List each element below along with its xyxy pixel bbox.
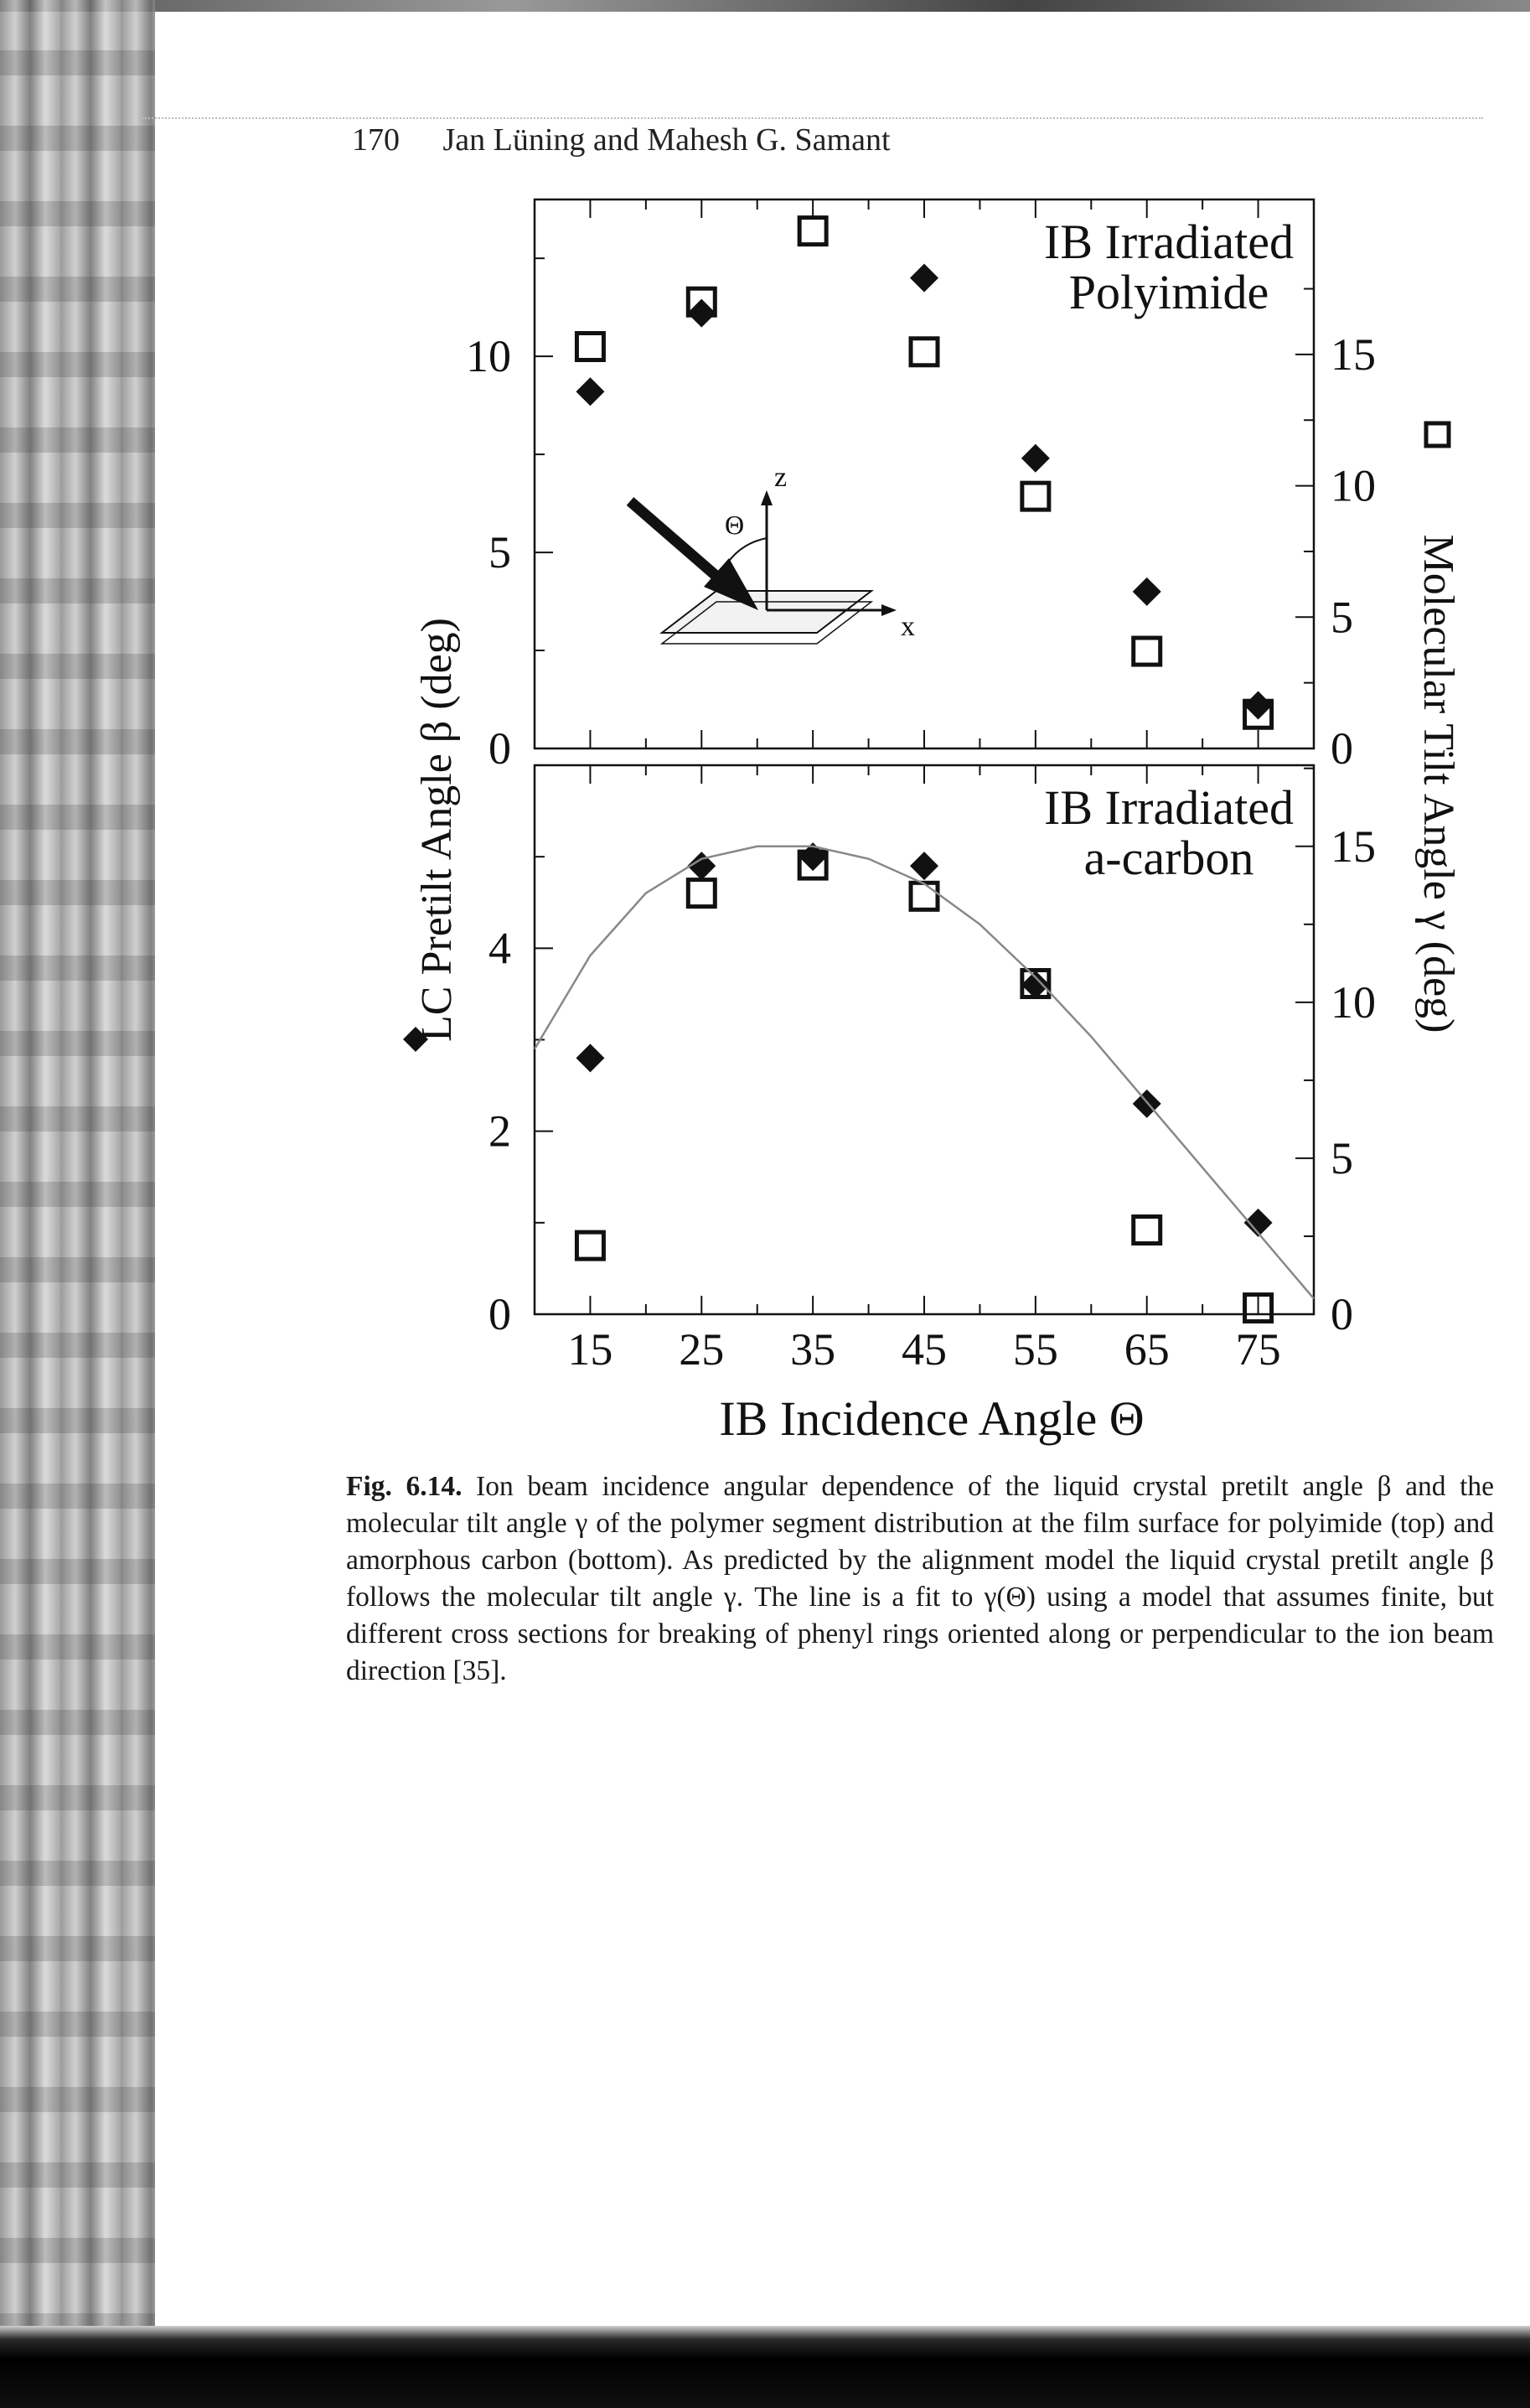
tilt-square-point	[1243, 1292, 1274, 1324]
tilt-square-point	[1020, 968, 1052, 1000]
tilt-square-point	[574, 1230, 606, 1261]
tilt-square-point	[574, 331, 606, 363]
scan-artifact-bottom	[0, 2326, 1530, 2408]
scan-artifact-top	[0, 0, 1530, 12]
tilt-square-point	[797, 215, 829, 247]
y-right-tick-label: 15	[1331, 821, 1376, 872]
tilt-square-point	[1020, 480, 1052, 512]
inset-theta-arc	[726, 537, 768, 564]
tilt-square-point	[908, 880, 940, 912]
inset-x-arrowhead	[881, 604, 897, 616]
pretilt-diamond-point	[1021, 971, 1050, 999]
y-left-tick-label: 0	[488, 1289, 511, 1339]
pretilt-diamond-point	[1021, 443, 1050, 473]
y-right-legend-square	[1424, 421, 1451, 448]
tilt-square-point	[685, 286, 717, 318]
scan-artifact-left	[0, 0, 155, 2408]
inset-ion-beam-arrow	[626, 497, 723, 583]
x-tick-label: 35	[790, 1324, 835, 1375]
x-axis-label: IB Incidence Angle Θ	[719, 1391, 1144, 1446]
x-tick-label: 75	[1236, 1324, 1281, 1375]
fit-curve	[533, 845, 1315, 1300]
page-number: 170	[352, 122, 400, 158]
x-tick-label: 65	[1124, 1324, 1170, 1375]
pretilt-diamond-point	[687, 852, 716, 881]
y-left-tick-label: 2	[488, 1106, 511, 1157]
y-left-tick-label: 10	[466, 331, 511, 381]
pretilt-diamond-point	[910, 263, 938, 293]
inset-surface-plane-lower	[659, 601, 874, 645]
y-right-tick-label: 15	[1331, 329, 1376, 380]
pretilt-diamond-point	[1243, 691, 1273, 720]
panel-annotation: IB Irradiated	[1044, 215, 1294, 269]
running-head: 170 Jan Lüning and Mahesh G. Samant	[352, 122, 891, 158]
inset-x-label: x	[901, 611, 915, 642]
inset-z-label: z	[774, 462, 787, 493]
caption-text: Ion beam incidence angular dependence of…	[346, 1471, 1494, 1686]
panel-annotation: Polyimide	[1069, 265, 1269, 319]
pretilt-diamond-point	[687, 298, 716, 328]
pretilt-diamond-point	[910, 852, 938, 881]
tilt-square-point	[1243, 698, 1274, 730]
pretilt-diamond-point	[1132, 577, 1161, 606]
y-left-label-group: LC Pretilt Angle β (deg)	[403, 618, 461, 1052]
y-left-tick-label: 0	[488, 723, 511, 774]
inset-diagram: z x Θ	[626, 462, 915, 645]
y-right-tick-label: 10	[1331, 977, 1376, 1028]
pretilt-diamond-point	[576, 377, 605, 407]
y-left-legend-diamond	[403, 1027, 428, 1052]
y-right-label-group: Molecular Tilt Angle γ (deg)	[1414, 421, 1462, 1033]
tilt-square-point	[1131, 1214, 1163, 1246]
y-left-label: LC Pretilt Angle β (deg)	[413, 618, 461, 1042]
pretilt-diamond-point	[576, 1043, 605, 1073]
x-tick-label: 55	[1013, 1324, 1058, 1375]
x-tick-label: 45	[902, 1324, 947, 1375]
tilt-square-point	[1131, 635, 1163, 667]
bottom-panel: 15 25 35 45 55 65 75 0 2 4 0 5 10 15 IB Irradiateda-ca…	[488, 764, 1376, 1375]
figure-caption: Fig. 6.14. Ion beam incidence angular de…	[346, 1468, 1494, 1690]
header-rule	[142, 117, 1483, 119]
panel-annotation: a-carbon	[1084, 831, 1254, 885]
y-left-tick-label: 4	[488, 923, 511, 973]
tilt-square-point	[797, 849, 829, 881]
running-head-authors: Jan Lüning and Mahesh G. Samant	[442, 122, 891, 158]
inset-theta-label: Θ	[725, 510, 744, 540]
y-right-tick-label: 0	[1331, 723, 1353, 774]
tilt-square-point	[685, 878, 717, 909]
y-left-tick-label: 5	[488, 527, 511, 577]
y-right-tick-label: 5	[1331, 592, 1353, 642]
pretilt-diamond-point	[1243, 1208, 1273, 1237]
x-tick-label: 15	[567, 1324, 613, 1375]
tilt-square-point	[908, 336, 940, 368]
y-right-tick-label: 0	[1331, 1289, 1353, 1339]
inset-z-arrowhead	[761, 490, 773, 505]
inset-ion-beam-arrowhead	[704, 558, 758, 610]
y-right-tick-label: 5	[1331, 1133, 1353, 1183]
x-tick-label: 25	[679, 1324, 724, 1375]
caption-label: Fig. 6.14.	[346, 1471, 463, 1502]
y-right-label: Molecular Tilt Angle γ (deg)	[1414, 535, 1462, 1033]
panel-annotation: IB Irradiated	[1044, 780, 1294, 835]
y-right-tick-label: 10	[1331, 461, 1376, 511]
